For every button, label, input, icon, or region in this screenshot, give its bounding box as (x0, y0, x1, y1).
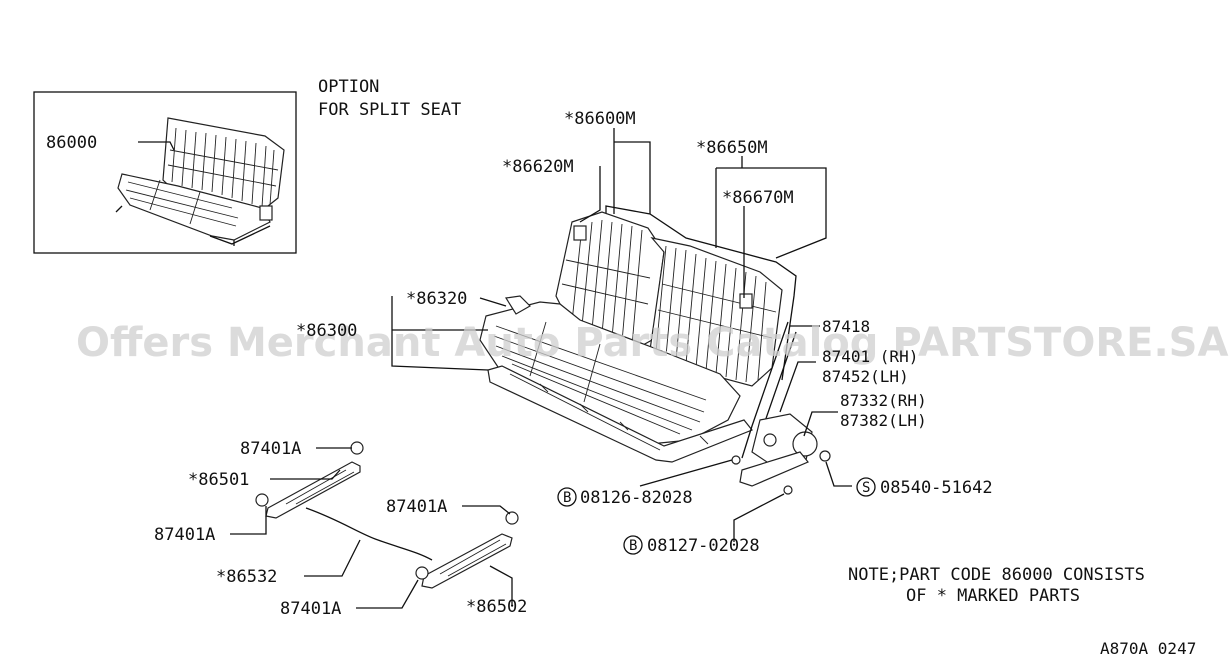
option-title-line-2: FOR SPLIT SEAT (318, 100, 461, 120)
bolt-b-letter-2: B (629, 538, 637, 554)
note-line-2: OF * MARKED PARTS (906, 586, 1080, 606)
bolt-callouts: B 08126-82028 B 08127-02028 S 08540-5164… (557, 477, 993, 556)
label-08540-51642: 08540-51642 (880, 478, 993, 498)
bolt-b-symbol-1 (557, 487, 577, 507)
main-bench-seat (479, 205, 797, 463)
note-line-1: NOTE;PART CODE 86000 CONSISTS (848, 565, 1145, 585)
inset-back-hatch (167, 127, 279, 208)
option-title-line-1: OPTION (318, 77, 379, 97)
leader-87401A-4 (356, 579, 419, 609)
cushion-bolster (505, 295, 531, 315)
seat-back-frame (605, 205, 797, 381)
hinge-base-plate (739, 451, 809, 487)
label-87401A-4: 87401A (280, 599, 341, 619)
nut-87401A-3 (505, 511, 519, 525)
bolt-08540-head (819, 450, 831, 462)
inset-hinge (259, 205, 273, 221)
hinge-rod (741, 321, 789, 459)
connecting-wire-86532 (305, 507, 433, 561)
label-86320: *86320 (406, 289, 467, 309)
seat-base-frame (487, 365, 753, 463)
nut-87401A-1 (350, 441, 364, 455)
leader-87332-87382 (803, 411, 838, 437)
slide-rails (255, 441, 519, 589)
hinge-rod-2 (761, 331, 797, 431)
nut-87401A-4 (415, 566, 429, 580)
label-86600M: *86600M (564, 109, 636, 129)
label-87401A-1: 87401A (240, 439, 301, 459)
hinge-assembly (731, 321, 831, 495)
leader-86320 (479, 297, 507, 307)
hinge-bolt (763, 433, 777, 447)
leader-86501 (270, 469, 341, 480)
label-86501: *86501 (188, 470, 249, 490)
base-frame-hatch (509, 373, 709, 451)
leader-86532 (304, 539, 361, 577)
leader-86502 (489, 565, 513, 606)
back-latch-left (573, 225, 587, 241)
label-86670M: *86670M (722, 188, 794, 208)
label-86300: *86300 (296, 321, 357, 341)
bolt-08127-head (783, 485, 793, 495)
nut-87401A-2 (255, 493, 269, 507)
hinge-pivot (792, 431, 818, 457)
leader-86300 (391, 296, 489, 371)
diagram-code: A870A 0247 (1100, 639, 1196, 658)
label-87452-lh: 87452(LH) (822, 367, 909, 386)
watermark: Offers Merchant Auto Parts Catalog PARTS… (76, 320, 1228, 366)
leader-86000 (138, 141, 175, 151)
bolt-b-symbol-2 (623, 535, 643, 555)
leader-08126 (639, 459, 733, 487)
leader-87401A-3 (462, 505, 511, 515)
inset-rail (115, 205, 271, 246)
inset-cushion-hatch (125, 179, 239, 227)
seat-cushion-hatch (493, 321, 707, 435)
label-87401-rh: 87401 (RH) (822, 347, 918, 366)
label-86502: *86502 (466, 597, 527, 617)
back-latch-right (739, 293, 753, 309)
leader-87401-87452 (779, 361, 816, 413)
inset-frame (33, 91, 297, 254)
label-87382-lh: 87382(LH) (840, 411, 927, 430)
label-86532: *86532 (216, 567, 277, 587)
rail-86502-hatch (439, 539, 507, 577)
part-labels: *86600M *86620M *86650M *86670M *86320 *… (154, 109, 927, 619)
bolt-08126-head (731, 455, 741, 465)
label-87401A-3: 87401A (386, 497, 447, 517)
leader-87401A-2 (230, 506, 267, 535)
rail-86501-hatch (285, 469, 355, 505)
leader-lines (230, 128, 852, 609)
label-08126-82028: 08126-82028 (580, 488, 693, 508)
leader-86650M (715, 156, 827, 259)
leader-86620M (579, 166, 601, 223)
slide-rail-86502 (421, 533, 513, 589)
bolt-s-symbol (856, 477, 876, 497)
label-08127-02028: 08127-02028 (647, 536, 760, 556)
leader-86600M (613, 128, 651, 214)
bolt-s-letter: S (862, 480, 870, 496)
label-87332-rh: 87332(RH) (840, 391, 927, 410)
split-seat-inset: 86000 OPTION FOR SPLIT SEAT (33, 77, 461, 254)
leader-08127 (733, 493, 785, 542)
label-87401A-2: 87401A (154, 525, 215, 545)
label-86620M: *86620M (502, 157, 574, 177)
leader-08540 (825, 461, 852, 487)
label-86650M: *86650M (696, 138, 768, 158)
bolt-b-letter-1: B (563, 490, 571, 506)
label-87418: 87418 (822, 317, 870, 336)
label-86000: 86000 (46, 133, 97, 153)
